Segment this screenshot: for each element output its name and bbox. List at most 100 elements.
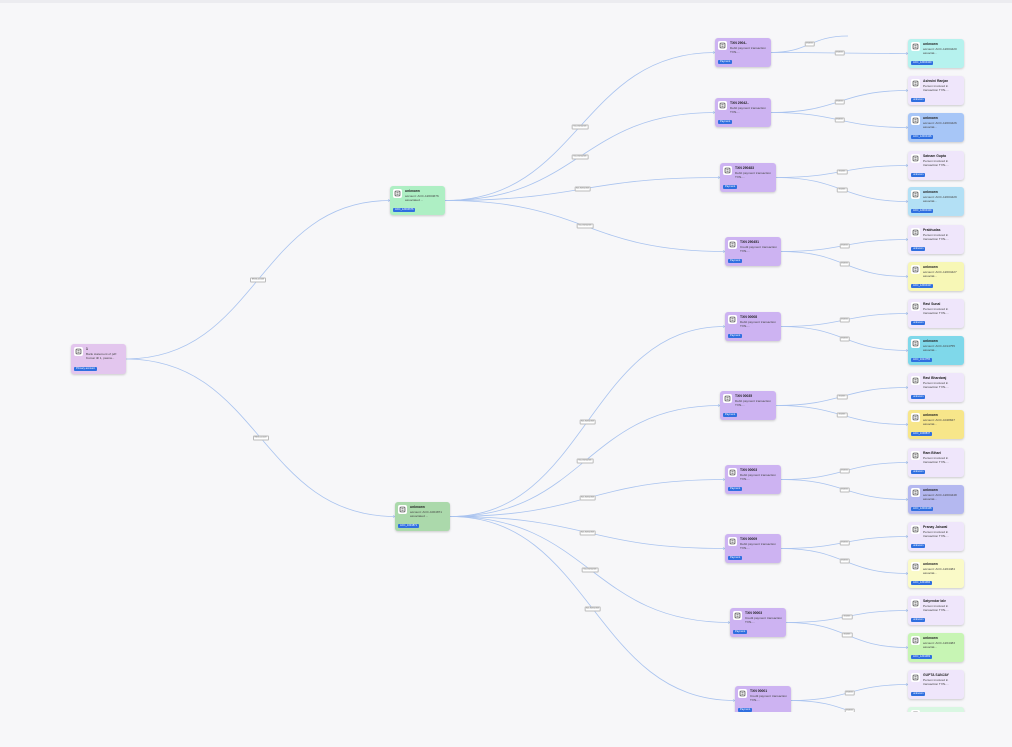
node-title: unknown [923,265,938,269]
node-badge: Payment [733,630,748,634]
node-badge: ACC_12004426 [911,135,934,139]
node-title: unknown [923,190,938,194]
node-badge: Payment [728,487,743,491]
graph-node-t1[interactable]: TXN 2904..Debit payment transaction TXN-… [715,38,771,67]
node-badge: unknown [911,470,926,474]
node-badge: Payment [728,259,743,263]
node-title: TXN 00003 [740,468,758,472]
node-description: Credit payment transaction TXN-... [740,245,777,253]
edge-label: involves [844,690,855,695]
node-badge: ACC_12004448 [911,507,934,511]
bank-icon [911,116,920,125]
bank-icon [728,537,737,546]
node-description: Person involved in transaction TXN-... [923,604,949,612]
node-description: Person involved in transaction TXN-... [923,678,949,686]
node-title: TXN 00001 [750,689,768,693]
node-description: Debit payment transaction TXN-... [730,106,766,114]
node-description: account: ACC-1004871 associated ... [410,510,442,518]
node-description: account: ACC-1048847 associat... [923,418,955,426]
node-description: Person involved in transaction TXN-... [923,456,949,464]
node-title: TXN 00009 [740,537,758,541]
node-badge: unknown [911,692,926,696]
node-title: unknown [923,562,938,566]
node-description: account: ACC-12004426 associat... [923,121,957,129]
bank-icon [728,240,737,249]
bank-icon [733,611,742,620]
node-badge: ACC_1204484 [911,581,933,585]
graph-node-l19[interactable] [908,707,964,712]
graph-node-t2[interactable]: TXN 29042..Debit payment transaction TXN… [715,98,771,127]
bank-icon [911,302,920,311]
node-title: unknown [923,42,938,46]
node-badge: ACC_12004427 [911,284,934,288]
node-badge: ACC_1204483 [911,655,933,659]
node-badge: ACC_1048847 [911,432,933,436]
node-title: Pranay Jaiswal [923,525,948,529]
node-title: TXN 29042.. [730,101,750,105]
edge-label: involves [839,243,850,248]
node-badge: ACC_12004676 [393,208,416,212]
edge-label: has_transaction [571,124,589,129]
node-title: unknown [923,488,938,492]
edge-label: has_transaction [579,495,596,501]
bank-icon [718,41,727,50]
bank-icon [911,562,920,571]
node-title: Ashwini Ranjan [923,79,949,83]
node-title: Ravi Bhardwaj [923,376,947,380]
bank-icon [911,154,920,163]
node-badge: Payment [738,708,753,712]
node-title: Ram Bihari [923,451,941,455]
node-title: TXN 290483 [735,166,755,170]
node-title: unknown [405,189,420,193]
node-description: account: ACC-1204483 associat... [923,641,955,649]
node-description: Debit payment transaction TXN-... [735,399,771,407]
bank-icon [728,468,737,477]
node-badge: ACC_1014755 [911,358,933,362]
bank-icon [911,339,920,348]
node-title: GUPTA SANJAY [923,673,949,677]
node-description: account: ACC-12004448 associat... [923,493,957,501]
edge-label: has_transaction [574,186,591,192]
bank-icon [911,525,920,534]
bank-icon [911,228,920,237]
node-description: Person involved in transaction TXN-... [923,233,949,241]
edge-label: involves [836,169,848,174]
bank-icon [911,190,920,199]
bank-icon [728,315,737,324]
node-description: Person involved in transaction TXN-... [923,84,949,92]
edge-label: involves [839,487,850,492]
bank-icon [911,42,920,51]
node-description: Person involved in transaction TXN-... [923,159,949,167]
bank-icon [723,394,732,403]
